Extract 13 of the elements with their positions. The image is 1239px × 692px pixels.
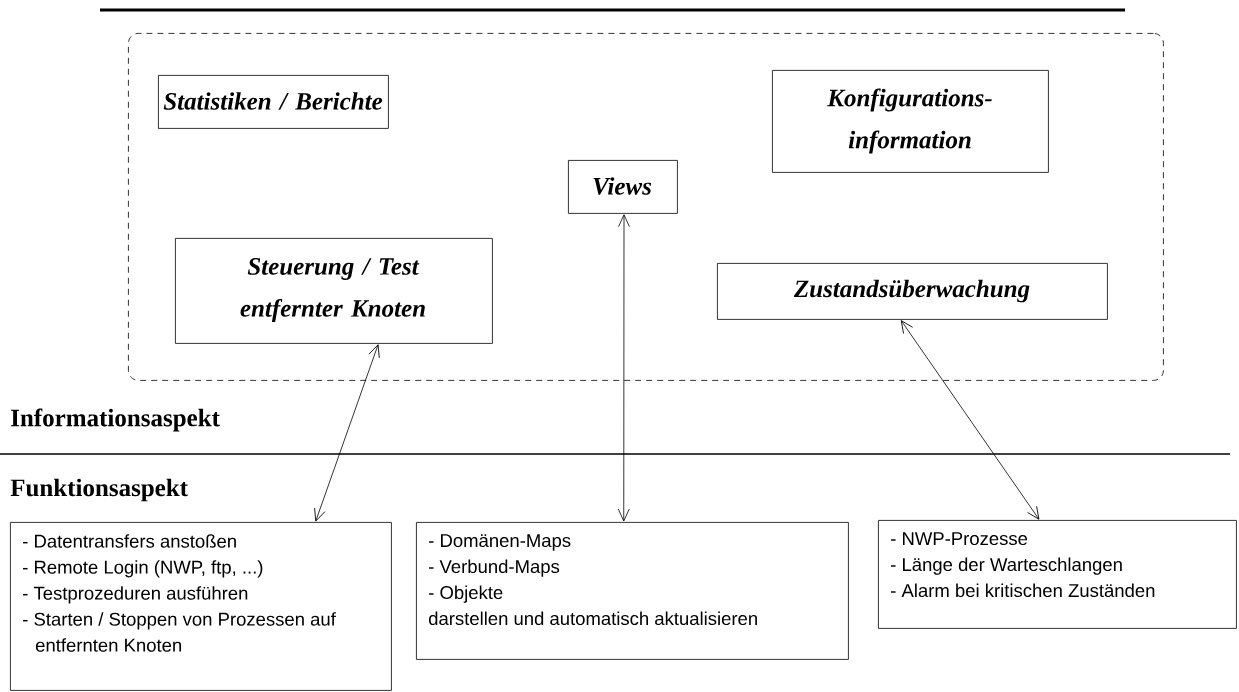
topic-box: Konfigurations- information (772, 70, 1049, 173)
arrow (617, 214, 630, 522)
topic-box: Steuerung / Test entfernter Knoten (175, 238, 493, 344)
list-box: - Domänen-Maps - Verbund-Maps - Objekte darstellen und automatisch aktualisieren (416, 522, 849, 660)
topic-box: Zustandsüberwachung (717, 263, 1108, 320)
arrow (900, 320, 1040, 520)
list-box: - NWP-Prozesse - Länge der Warteschlangen - Alarm bei kritischen Zuständen (878, 520, 1237, 629)
group-frame (128, 33, 1164, 381)
topic-box: Statistiken / Berichte (158, 75, 389, 129)
list-box: - Datentransfers anstoßen - Remote Login (NWP, ftp, ...) - Testprozeduren ausführen - Starten / Stoppen von Prozessen auf entfernten Knoten (10, 522, 392, 691)
topic-box: Views (568, 160, 678, 214)
section-heading: Informationsaspekt (11, 408, 220, 432)
arrow (314, 344, 380, 522)
